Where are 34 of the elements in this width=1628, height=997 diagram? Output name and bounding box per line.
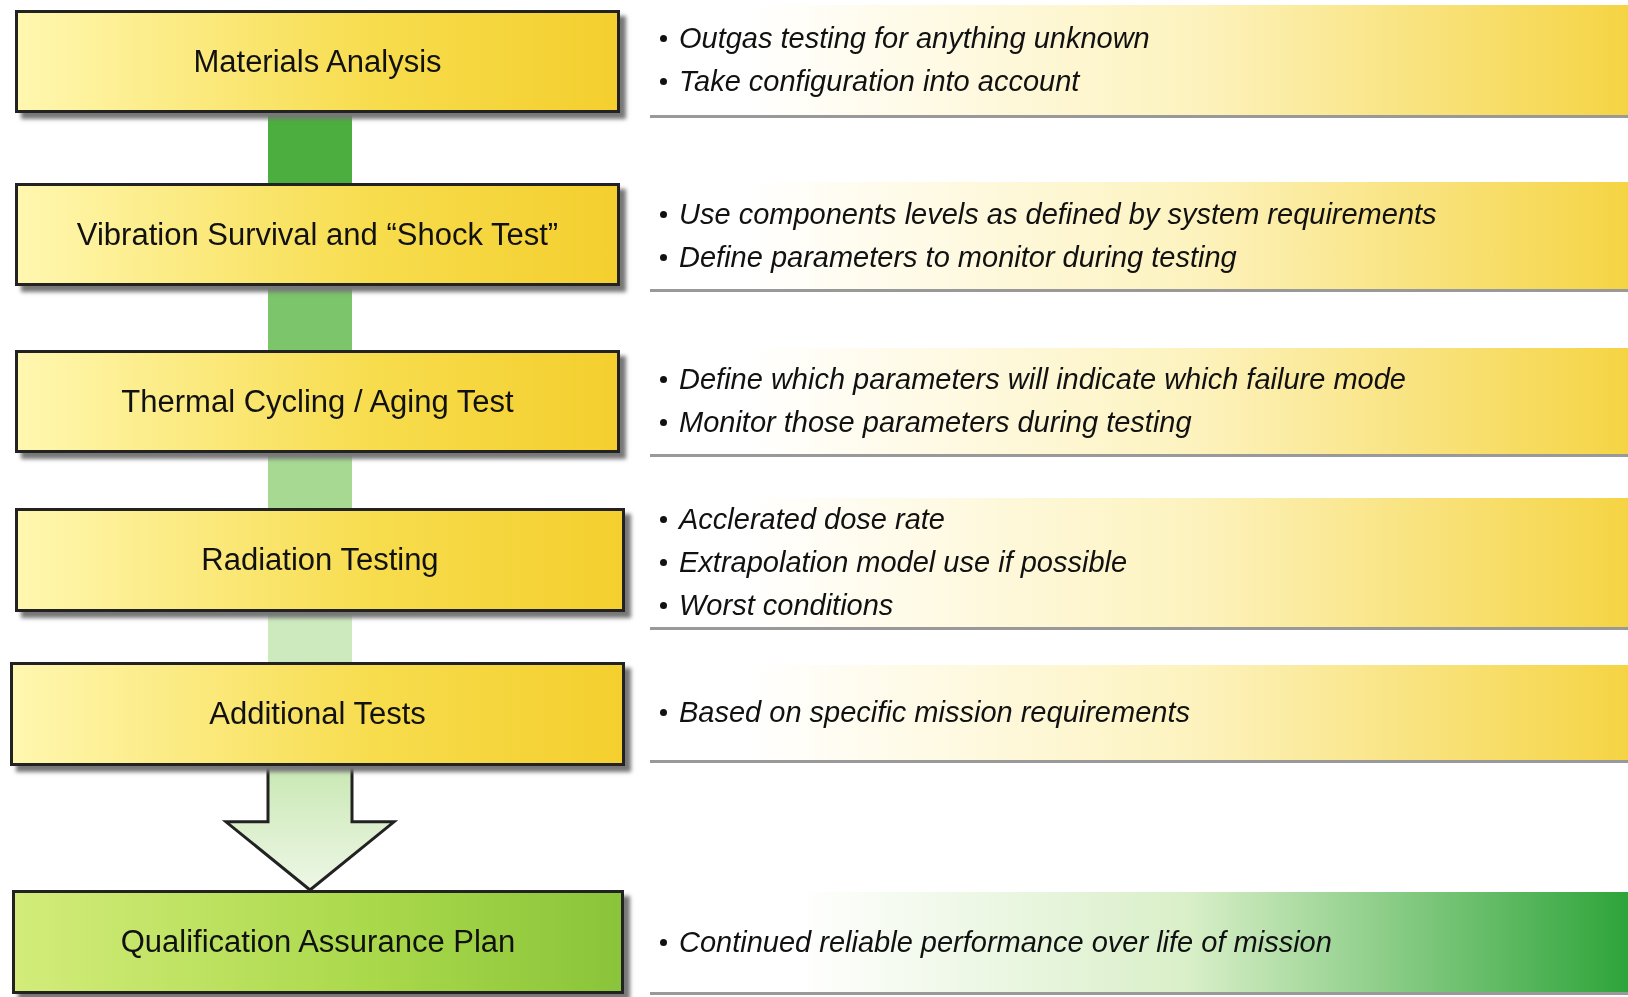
note-band — [650, 182, 1628, 292]
bullet-point: Extrapolation model use if possible — [679, 545, 1128, 580]
process-box — [10, 662, 625, 766]
step-title: Materials Analysis — [193, 43, 442, 80]
connector-bar — [268, 286, 352, 350]
bullet-point: Use components levels as defined by system requirements — [679, 196, 1437, 232]
process-box — [15, 10, 620, 113]
bullet-point: Monitor those parameters during testing — [679, 405, 1192, 440]
bullet-point: Outgas testing for anything unknown — [679, 21, 1150, 56]
connector-bar — [268, 113, 352, 183]
connector-bar — [268, 612, 352, 662]
bullet-point: Define which parameters will indicate which failure mode — [679, 362, 1406, 397]
step-title: Vibration Survival and “Shock Test” — [76, 216, 559, 253]
process-box — [15, 183, 620, 286]
step-title: Thermal Cycling / Aging Test — [121, 383, 514, 420]
note-band — [650, 665, 1628, 763]
connector-bar — [268, 453, 352, 508]
note-band — [650, 892, 1628, 995]
step-title: Additional Tests — [209, 696, 426, 732]
bullet-point: Take configuration into account — [679, 64, 1080, 99]
note-band — [650, 498, 1628, 630]
note-band — [650, 5, 1628, 118]
bullet-point: Acclerated dose rate — [679, 502, 945, 537]
step-title: Qualification Assurance Plan — [120, 924, 516, 960]
step-title: Radiation Testing — [201, 542, 439, 578]
bullet-point: Based on specific mission requirements — [679, 695, 1190, 730]
bullet-point: Worst conditions — [679, 588, 894, 623]
process-box — [12, 890, 624, 994]
block-arrow — [221, 764, 399, 892]
bullet-point: Define parameters to monitor during testing — [679, 239, 1237, 275]
process-box — [15, 508, 625, 612]
note-band — [650, 348, 1628, 457]
bullet-point: Continued reliable performance over life of mission — [679, 924, 1332, 960]
process-box — [15, 350, 620, 453]
